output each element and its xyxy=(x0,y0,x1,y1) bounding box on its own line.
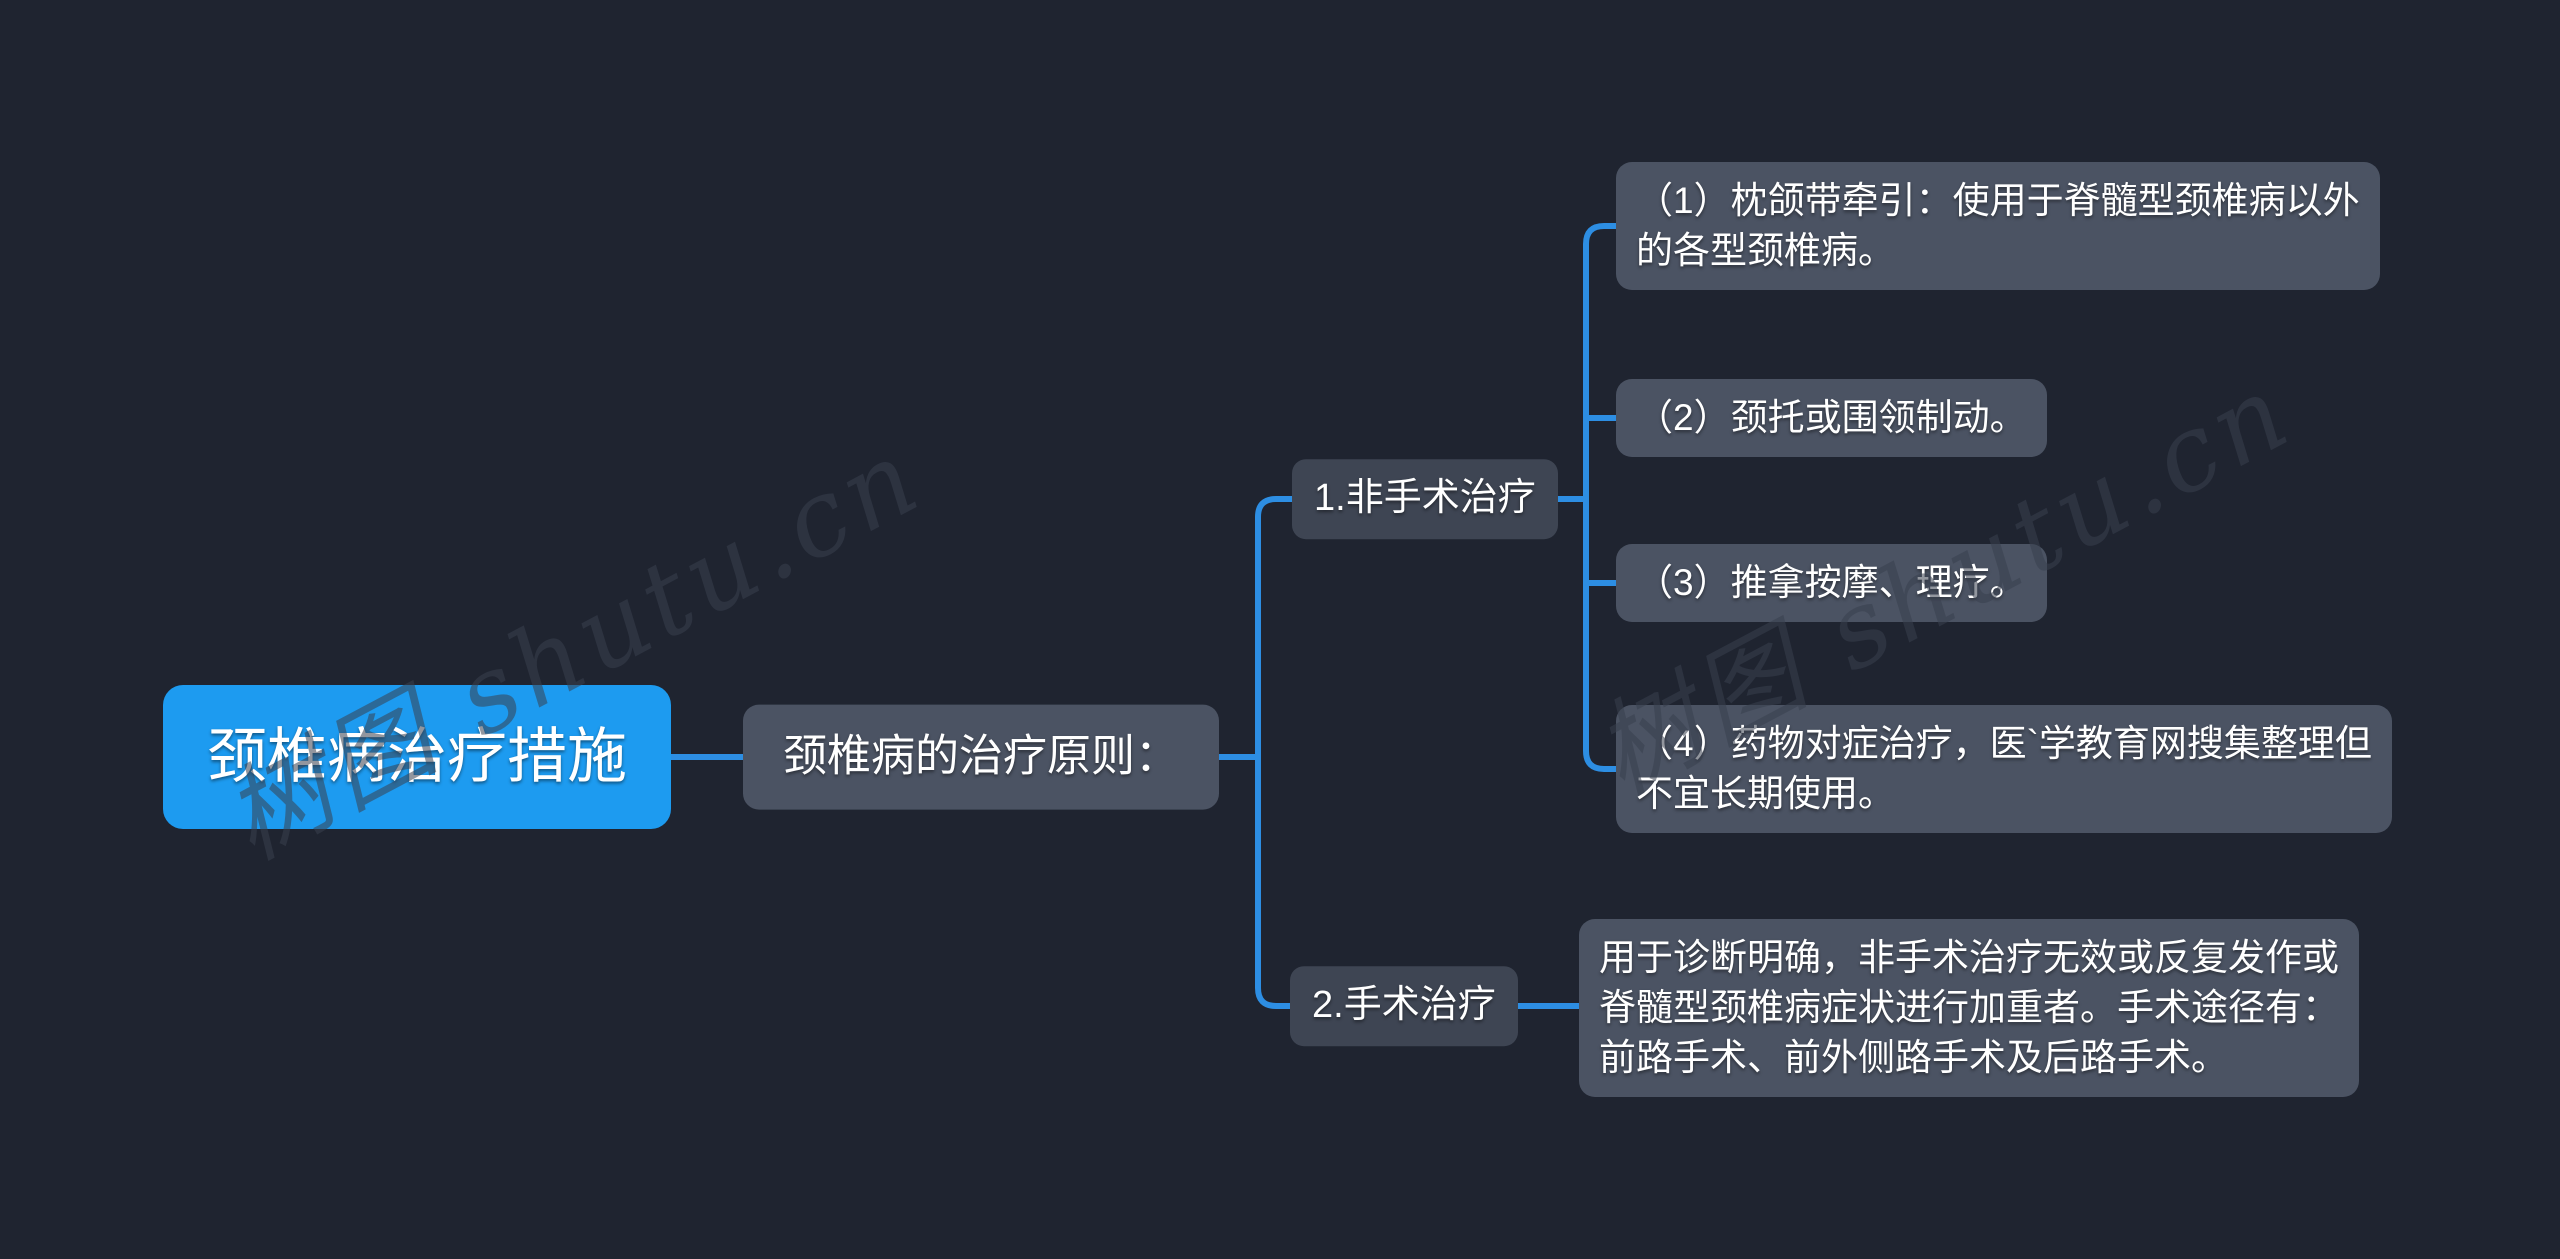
branch-node-surgical[interactable]: 2.手术治疗 xyxy=(1290,966,1518,1046)
leaf-node-traction[interactable]: （1）枕颌带牵引：使用于脊髓型颈椎病以外 的各型颈椎病。 xyxy=(1616,162,2380,290)
connector-nonsurgical-bus xyxy=(1583,223,1653,772)
root-node[interactable]: 颈椎病治疗措施 xyxy=(163,685,671,829)
connector-principle-bus xyxy=(1255,496,1323,1009)
leaf-node-surgical-detail[interactable]: 用于诊断明确，非手术治疗无效或反复发作或 脊髓型颈椎病症状进行加重者。手术途径有… xyxy=(1579,919,2359,1097)
principle-node[interactable]: 颈椎病的治疗原则： xyxy=(743,704,1219,810)
leaf-node-collar[interactable]: （2）颈托或围领制动。 xyxy=(1616,379,2047,457)
leaf-node-medication[interactable]: （4）药物对症治疗，医`学教育网搜集整理但 不宜长期使用。 xyxy=(1616,705,2392,833)
leaf-node-massage[interactable]: （3）推拿按摩、理疗。 xyxy=(1616,544,2047,622)
branch-node-nonsurgical[interactable]: 1.非手术治疗 xyxy=(1292,459,1558,539)
